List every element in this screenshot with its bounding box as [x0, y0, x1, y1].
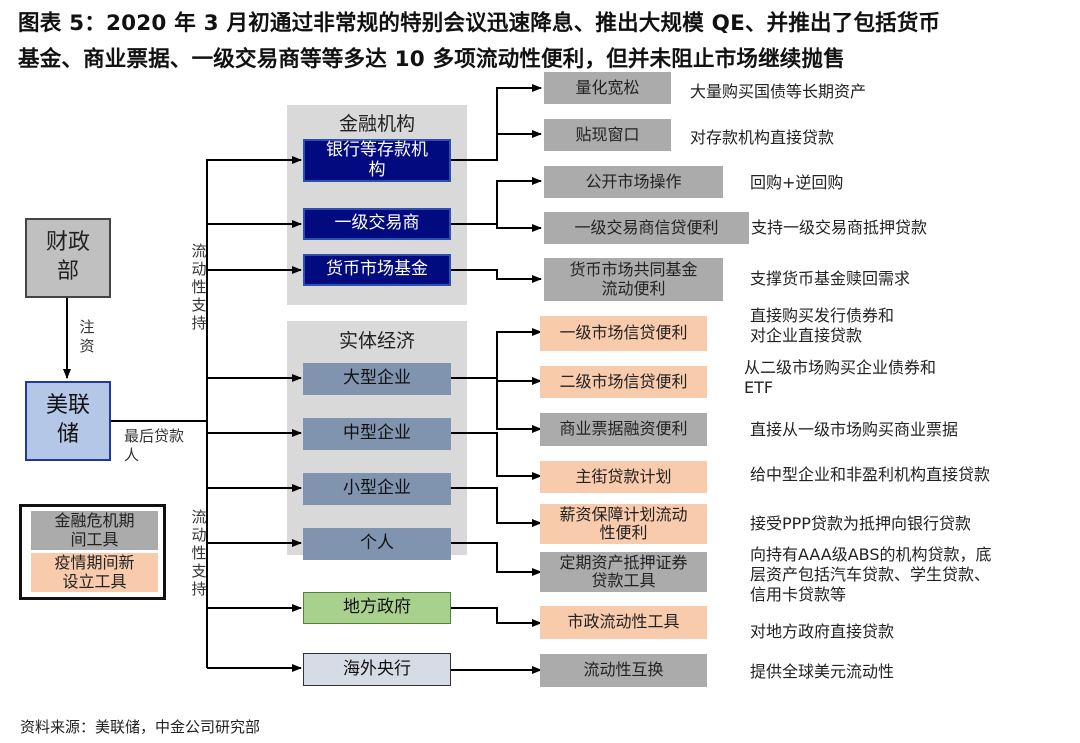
group-title-real-economy: 实体经济: [338, 330, 415, 352]
arrow-medium-to-mainstreet: [450, 432, 542, 480]
group-title-financial: 金融机构: [338, 113, 415, 135]
desc-smccf: 从二级市场购买企业债券和ETF: [744, 358, 937, 397]
desc-discount-window: 对存款机构直接贷款: [690, 128, 835, 147]
desc-pdcf: 支持一级交易商抵押贷款: [751, 218, 928, 237]
desc-ppplf: 接受PPP贷款为抵押向银行贷款: [750, 514, 971, 533]
fed-label: 美联储: [45, 393, 90, 447]
inst-individuals: 个人: [303, 528, 451, 560]
legend-crisis-tools: 金融危机期间工具: [31, 511, 158, 550]
tool-open-market-operations: 公开市场操作: [544, 166, 723, 198]
tool-primary-dealer-credit-facility: 一级交易商信贷便利: [544, 212, 749, 244]
arrow-large-to-cpff: [496, 378, 542, 433]
arrow-large-to-pmccf: [450, 328, 542, 379]
arrow-banks-to-qe: [450, 84, 542, 161]
legend-crisis-label: 金融危机期间工具: [54, 511, 135, 549]
tool-ppplf-label: 薪资保障计划流动性便利: [559, 504, 688, 542]
tool-cpff: 商业票据融资便利: [540, 413, 707, 446]
inst-large-firms: 大型企业: [303, 363, 451, 395]
inst-banks-label: 银行等存款机构: [326, 139, 428, 180]
tool-ppplf: 薪资保障计划流动性便利: [540, 504, 707, 544]
figure-title-line-2: 基金、商业票据、一级交易商等等多达 10 多项流动性便利，但并未阻止市场继续抛售: [18, 47, 845, 72]
desc-mmlf: 支撑货币基金赎回需求: [750, 269, 911, 288]
inst-banks: 银行等存款机构: [303, 139, 451, 182]
tool-mmlf: 货币市场共同基金流动便利: [544, 258, 723, 301]
legend-new-tools: 疫情期间新设立工具: [31, 553, 158, 592]
arrow-localgov-to-mlf: [450, 607, 542, 627]
inst-small-firms: 小型企业: [303, 473, 451, 505]
tool-talf: 定期资产抵押证券贷款工具: [540, 552, 707, 592]
desc-omo: 回购+逆回购: [750, 173, 844, 192]
desc-cpff: 直接从一级市场购买商业票据: [750, 420, 959, 439]
arrow-dealers-to-pdcf: [496, 224, 542, 232]
arrow-small-to-ppplf: [450, 487, 542, 527]
desc-pmccf: 直接购买发行债券和对企业直接贷款: [750, 306, 895, 345]
tool-main-street-lending: 主街贷款计划: [540, 461, 707, 493]
arrow-mmf-to-mmlf: [450, 269, 542, 283]
figure-title-line-1: 图表 5：2020 年 3 月初通过非常规的特别会议迅速降息、推出大规模 QE、…: [18, 11, 941, 36]
treasury-label: 财政部: [45, 230, 90, 284]
lender-of-last-resort-label: 最后贷款人: [124, 427, 185, 464]
tool-municipal-liquidity-facility: 市政流动性工具: [540, 606, 707, 639]
liquidity-support-label-bottom: 流动性支持: [191, 508, 207, 598]
inst-primary-dealers: 一级交易商: [303, 208, 451, 240]
tool-talf-label: 定期资产抵押证券贷款工具: [559, 552, 688, 590]
arrow-dealers-to-omo: [450, 177, 542, 225]
fed-box: 美联储: [25, 381, 111, 461]
desc-main-street: 给中型企业和非盈利机构直接贷款: [750, 465, 991, 484]
desc-talf: 向持有AAA级ABS的机构贷款，底层资产包括汽车贷款、学生贷款、信用卡贷款等: [750, 545, 992, 604]
inst-money-market-funds: 货币市场基金: [303, 254, 451, 286]
source-note: 资料来源：美联储，中金公司研究部: [20, 718, 261, 736]
inst-foreign-central-banks: 海外央行: [303, 653, 451, 686]
legend-new-label: 疫情期间新设立工具: [54, 553, 135, 591]
arrow-individuals-to-talf: [450, 542, 542, 576]
desc-qe: 大量购买国债等长期资产: [690, 82, 867, 101]
tool-smccf: 二级市场信贷便利: [540, 366, 707, 398]
tool-discount-window: 贴现窗口: [544, 119, 671, 151]
liquidity-support-label-top: 流动性支持: [191, 242, 207, 332]
desc-swaps: 提供全球美元流动性: [750, 662, 895, 681]
treasury-box: 财政部: [25, 218, 111, 298]
desc-mlf: 对地方政府直接贷款: [750, 622, 895, 641]
tool-quantitative-easing: 量化宽松: [544, 72, 671, 104]
tool-mmlf-label: 货币市场共同基金流动便利: [569, 260, 698, 298]
tool-pmccf: 一级市场信贷便利: [540, 316, 707, 351]
injection-label: 注资: [79, 318, 95, 355]
legend: 金融危机期间工具 疫情期间新设立工具: [19, 504, 166, 600]
inst-local-government: 地方政府: [303, 592, 451, 624]
inst-medium-firms: 中型企业: [303, 418, 451, 450]
tool-liquidity-swaps: 流动性互换: [540, 654, 707, 687]
